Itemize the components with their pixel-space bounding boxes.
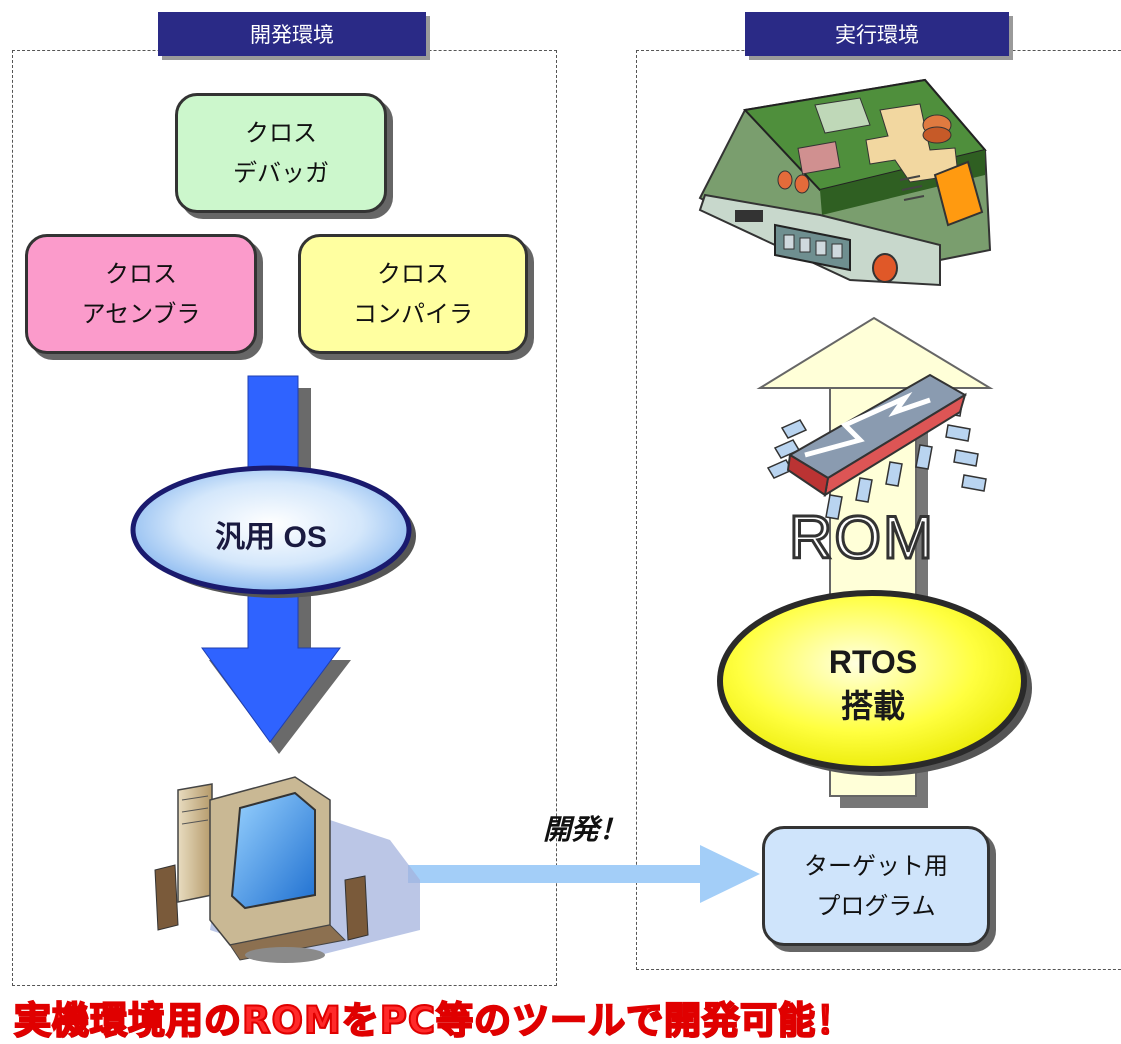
- cross-compiler-box: クロス コンパイラ: [298, 234, 528, 354]
- cross-debugger-line1: クロス: [245, 119, 317, 147]
- dev-env-title: 開発環境: [158, 12, 426, 56]
- target-program-line1: ターゲット用: [804, 852, 948, 880]
- headline: 実機環境用のROMをPC等のツールで開発可能！: [13, 998, 855, 1043]
- cross-debugger-box: クロス デバッガ: [175, 93, 387, 213]
- circuit-board-icon: [698, 78, 992, 287]
- transfer-arrow-icon: [408, 845, 760, 903]
- general-os-label: 汎用 OS: [215, 521, 327, 554]
- rom-chip-icon: [766, 373, 987, 520]
- rtos-label-line1: RTOS: [828, 644, 918, 680]
- general-os-ellipse: [130, 465, 416, 598]
- target-program-line2: プログラム: [816, 892, 936, 920]
- cross-debugger-line2: デバッガ: [233, 159, 329, 187]
- target-program-box: ターゲット用 プログラム: [762, 826, 990, 946]
- cross-assembler-line1: クロス: [105, 260, 177, 288]
- rtos-label-line2: 搭載: [840, 688, 905, 724]
- cross-compiler-line2: コンパイラ: [353, 300, 473, 328]
- desktop-computer-icon: [154, 776, 420, 963]
- rom-label: ROM: [789, 504, 935, 571]
- rtos-label: RTOS 搭載: [775, 640, 971, 728]
- cross-assembler-box: クロス アセンブラ: [25, 234, 257, 354]
- cross-assembler-line2: アセンブラ: [81, 300, 201, 328]
- run-env-title: 実行環境: [745, 12, 1009, 56]
- transfer-label: 開発！: [543, 813, 628, 846]
- cross-compiler-line1: クロス: [377, 260, 449, 288]
- rtos-ellipse: [717, 590, 1032, 776]
